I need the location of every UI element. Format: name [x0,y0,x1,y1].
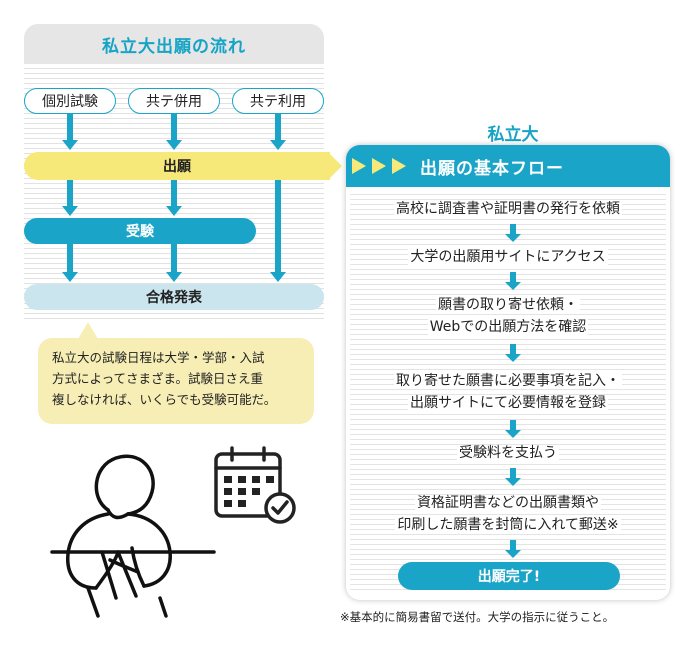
down-arrow-icon [505,540,521,558]
arrow-head [166,140,182,150]
arrow-head [62,206,78,216]
triangle-icon [392,158,406,174]
arrow-shaft [171,180,177,208]
note-pointer [78,322,98,339]
arrow-head [270,140,286,150]
note-line: 私立大の試験日程は大学・学部・入試 [52,350,265,365]
down-arrow-icon [505,224,521,242]
flow-step-2: 大学の出願用サイトにアクセス [408,249,608,265]
arrow-shaft [67,180,73,208]
down-arrow-icon [505,468,521,486]
arrow-shaft [67,244,73,274]
step-result-bar: 合格発表 [24,284,324,310]
arrow-shaft [171,244,177,274]
step-apply-arrow-tip [328,152,342,180]
left-panel-title: 私立大出願の流れ [24,24,324,64]
arrow-head [62,140,78,150]
calendar-check-icon [214,446,296,524]
arrow-shaft-long [275,180,281,274]
down-arrow-icon [505,272,521,290]
flow-step-4: 取り寄せた願書に必要事項を記入・ 出願サイトにて必要情報を登録 [394,373,622,411]
arrow-head [62,272,78,282]
note-line: 方式によってさまざま。試験日さえ重 [52,371,264,386]
route-common-test-use: 共テ利用 [232,88,324,114]
triangle-icon [352,158,366,174]
flow-step-5: 受験料を支払う [457,445,559,461]
right-label: 私立大 [487,125,539,145]
arrow-head [270,272,286,282]
flow-step-6: 資格証明書などの出願書類や 印刷した願書を封筒に入れて郵送※ [395,495,621,533]
down-arrow-icon [505,344,521,362]
step-exam-bar: 受験 [24,218,256,244]
flow-card-title: 出願の基本フロー [420,158,564,179]
step-apply-bar: 出願 [24,152,330,180]
down-arrow-icon [505,420,521,438]
footnote: ※基本的に簡易書留で送付。大学の指示に従うこと。 [340,610,615,624]
note-line: 複しなければ、いくらでも受験可能だ。 [52,392,277,407]
route-common-test-combined: 共テ併用 [128,88,220,114]
arrow-head [166,206,182,216]
flow-step-1: 高校に調査書や証明書の発行を依頼 [394,201,622,217]
arrow-shaft [67,114,73,142]
flow-complete-badge: 出願完了! [398,562,620,590]
arrow-shaft [275,114,281,142]
note-box: 私立大の試験日程は大学・学部・入試 方式によってさまざま。試験日さえ重 複しなけ… [38,338,314,424]
flow-step-3: 願書の取り寄せ依頼・ Webでの出願方法を確認 [427,297,589,335]
route-individual-exam: 個別試験 [24,88,116,114]
triangle-icon [372,158,386,174]
arrow-shaft [171,114,177,142]
flow-card-header: 出願の基本フロー [346,145,670,187]
person-writing-illustration [50,454,216,618]
arrow-head [166,272,182,282]
